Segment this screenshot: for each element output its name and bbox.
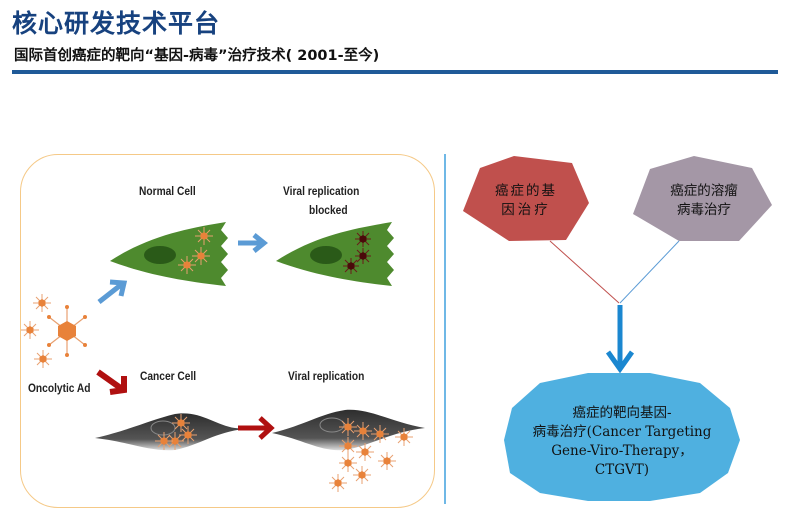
label-oncolytic-ad: Oncolytic Ad bbox=[28, 381, 91, 395]
header-rule bbox=[12, 70, 778, 74]
oncolytic-virus-cluster bbox=[20, 293, 87, 369]
connector-red bbox=[549, 240, 620, 304]
red-arrow-right-icon bbox=[238, 416, 275, 440]
vertical-divider bbox=[444, 154, 446, 504]
result-shape bbox=[504, 373, 740, 501]
result-line3: Gene-Viro-Therapy， bbox=[551, 443, 693, 459]
label-normal-cell: Normal Cell bbox=[139, 184, 196, 198]
label-viral-blocked-1: Viral replication bbox=[283, 184, 360, 198]
result-line4: CTGVT) bbox=[594, 462, 650, 478]
virus-therapy-label: 癌症的溶瘤 病毒治疗 bbox=[645, 182, 763, 220]
label-viral-blocked-2: blocked bbox=[309, 203, 348, 217]
result-line1: 癌症的靶向基因- bbox=[572, 405, 672, 421]
result-label: 癌症的靶向基因- 病毒治疗(Cancer Targeting Gene-Viro… bbox=[506, 404, 738, 480]
result-line2: 病毒治疗(Cancer Targeting bbox=[532, 424, 712, 440]
blocked-cell-shape bbox=[276, 222, 394, 286]
normal-cell-shape bbox=[110, 222, 228, 286]
blue-arrow-up-icon bbox=[97, 279, 128, 304]
connector-blue bbox=[619, 240, 680, 304]
blue-arrow-icon bbox=[238, 233, 269, 253]
gene-therapy-label: 癌症的基 因治疗 bbox=[470, 182, 582, 220]
page-subtitle: 国际首创癌症的靶向“基因-病毒”治疗技术( 2001-至今) bbox=[14, 48, 380, 64]
virus-therapy-shape bbox=[633, 156, 772, 241]
virus-therapy-line1: 癌症的溶瘤 bbox=[670, 183, 738, 199]
illustration-panel bbox=[20, 154, 435, 508]
page-title: 核心研发技术平台 bbox=[12, 9, 221, 38]
label-viral-replication: Viral replication bbox=[288, 369, 365, 383]
red-arrow-down-icon bbox=[96, 369, 127, 395]
virus-therapy-line2: 病毒治疗 bbox=[677, 202, 731, 218]
label-cancer-cell: Cancer Cell bbox=[140, 369, 197, 383]
cancer-cell-shape bbox=[95, 413, 245, 451]
replicating-cancer-cell-shape bbox=[272, 409, 425, 493]
gene-therapy-line2: 因治疗 bbox=[501, 202, 551, 218]
gene-therapy-line1: 癌症的基 bbox=[495, 183, 557, 199]
gene-therapy-shape bbox=[463, 156, 589, 241]
down-arrow-icon bbox=[605, 305, 635, 374]
